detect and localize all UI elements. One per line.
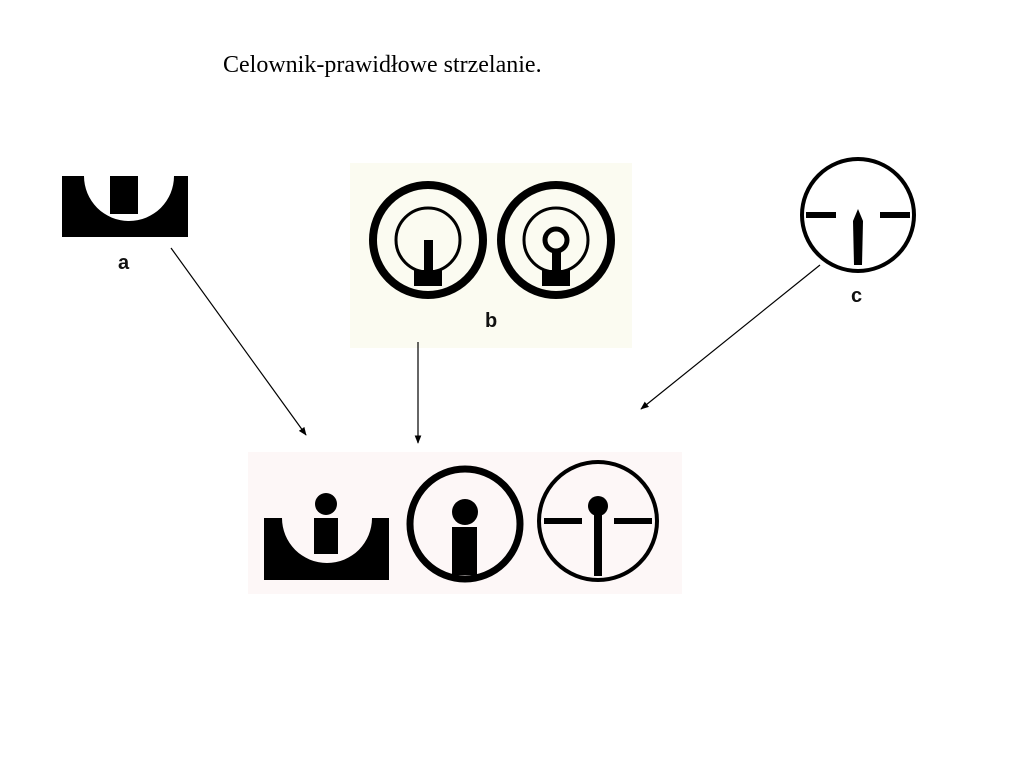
label-c: c — [851, 285, 863, 307]
sight-b-aperture-right — [497, 181, 615, 299]
correct-sight-c — [537, 460, 659, 582]
page-title: Celownik-prawidłowe strzelanie. — [223, 52, 542, 78]
correct-sight-a — [264, 493, 389, 580]
sight-c-crosshair — [800, 157, 916, 273]
sight-a-open-notch — [62, 176, 188, 237]
label-b: b — [485, 310, 498, 332]
arrow-a — [170, 247, 307, 436]
label-a: a — [118, 252, 130, 274]
sight-b-aperture-left — [369, 181, 487, 299]
correct-sight-b — [406, 465, 524, 583]
arrow-c — [640, 264, 821, 410]
